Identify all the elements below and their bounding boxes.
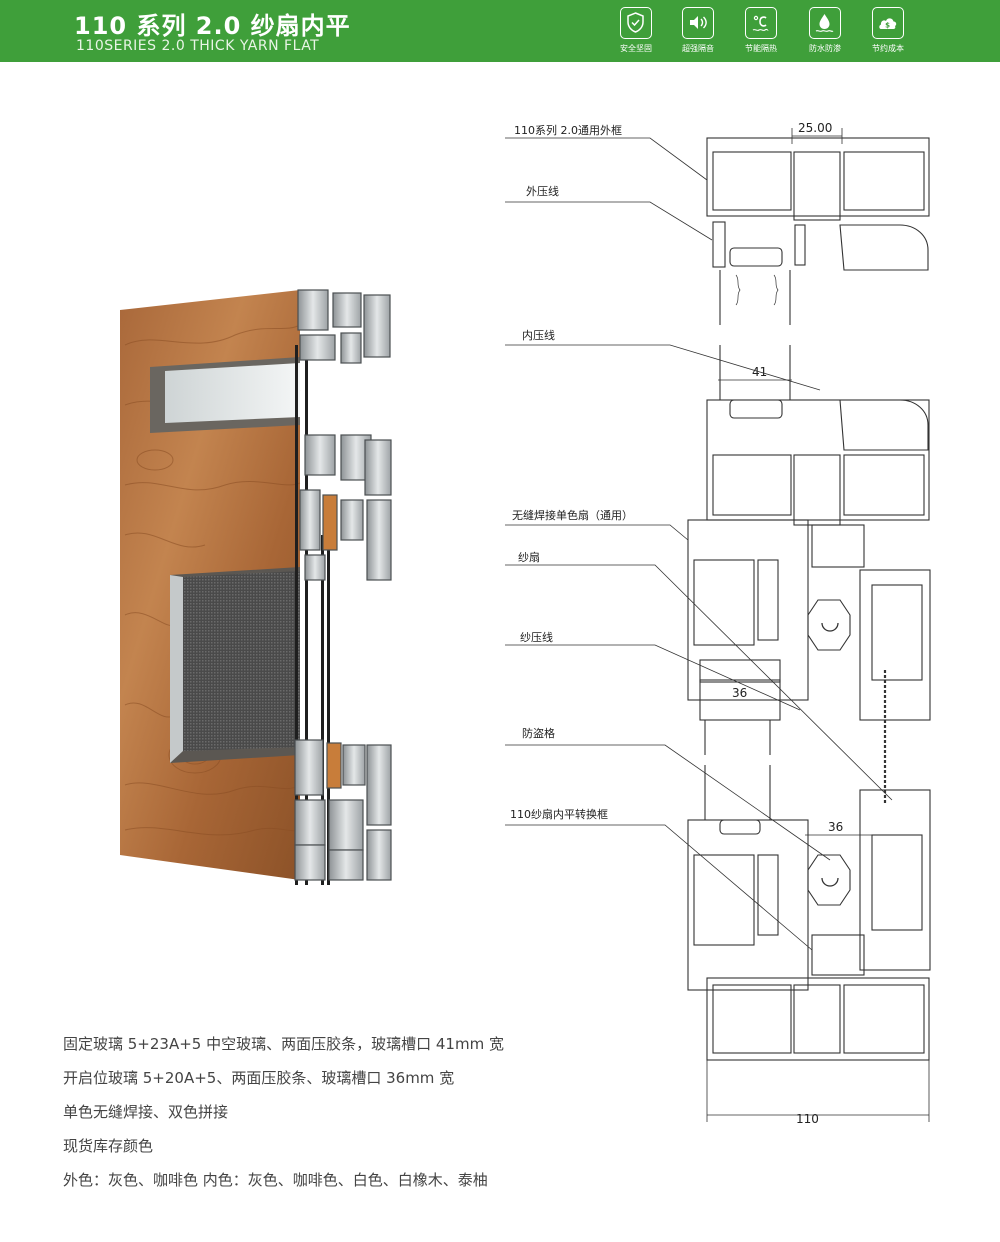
feature-label: 防水防渗 [809,44,841,53]
part-label: 纱压线 [520,630,553,644]
part-label: 外压线 [526,184,559,198]
feature-insulation: 节能隔热 [731,7,791,54]
feature-label: 节能隔热 [745,44,777,53]
dim-label: 36 [828,820,843,834]
speaker-icon [690,16,707,29]
feature-label: 超强隔音 [682,44,714,53]
feature-waterproof: 防水防渗 [795,7,855,54]
page-subtitle: 110SERIES 2.0 THICK YARN FLAT [76,38,320,54]
dim-label: 36 [732,686,747,700]
section-drawing: 25.00 41 36 36 110 110系列 2.0通用外框 外压线 内压线… [505,121,931,1126]
spec-line: 开启位玻璃 5+20A+5、两面压胶条、玻璃槽口 36mm 宽 [63,1069,455,1087]
thermometer-icon [752,15,769,31]
shield-icon [627,12,644,33]
feature-label: 安全坚固 [620,44,652,53]
feature-cost-saving: $ 节约成本 [858,7,918,54]
part-label: 110纱扇内平转换框 [510,807,608,821]
spec-line: 现货库存颜色 [63,1137,154,1155]
money-bag-icon: $ [879,18,897,30]
spec-line: 外色：灰色、咖啡色 内色：灰色、咖啡色、白色、白橡木、泰柚 [63,1171,488,1189]
spec-line: 单色无缝焊接、双色拼接 [63,1103,229,1121]
part-label: 纱扇 [518,550,540,564]
window-profile-render [120,289,392,885]
dim-label: 25.00 [798,121,832,135]
part-label: 无缝焊接单色扇（通用） [512,508,633,522]
page-title: 110 系列 2.0 纱扇内平 [74,12,351,40]
header-banner: 110 系列 2.0 纱扇内平 110SERIES 2.0 THICK YARN… [0,0,1000,62]
part-label: 内压线 [522,328,555,342]
water-drop-icon [815,14,834,32]
dim-label: 110 [796,1112,819,1126]
svg-text:$: $ [885,22,890,30]
spec-line: 固定玻璃 5+23A+5 中空玻璃、两面压胶条，玻璃槽口 41mm 宽 [63,1035,504,1053]
feature-soundproof: 超强隔音 [668,7,728,54]
feature-label: 节约成本 [872,44,904,53]
part-label: 110系列 2.0通用外框 [514,123,622,137]
feature-safety: 安全坚固 [606,7,666,54]
part-label: 防盗格 [522,726,555,740]
spec-list: 固定玻璃 5+23A+5 中空玻璃、两面压胶条，玻璃槽口 41mm 宽 开启位玻… [63,1032,504,1202]
